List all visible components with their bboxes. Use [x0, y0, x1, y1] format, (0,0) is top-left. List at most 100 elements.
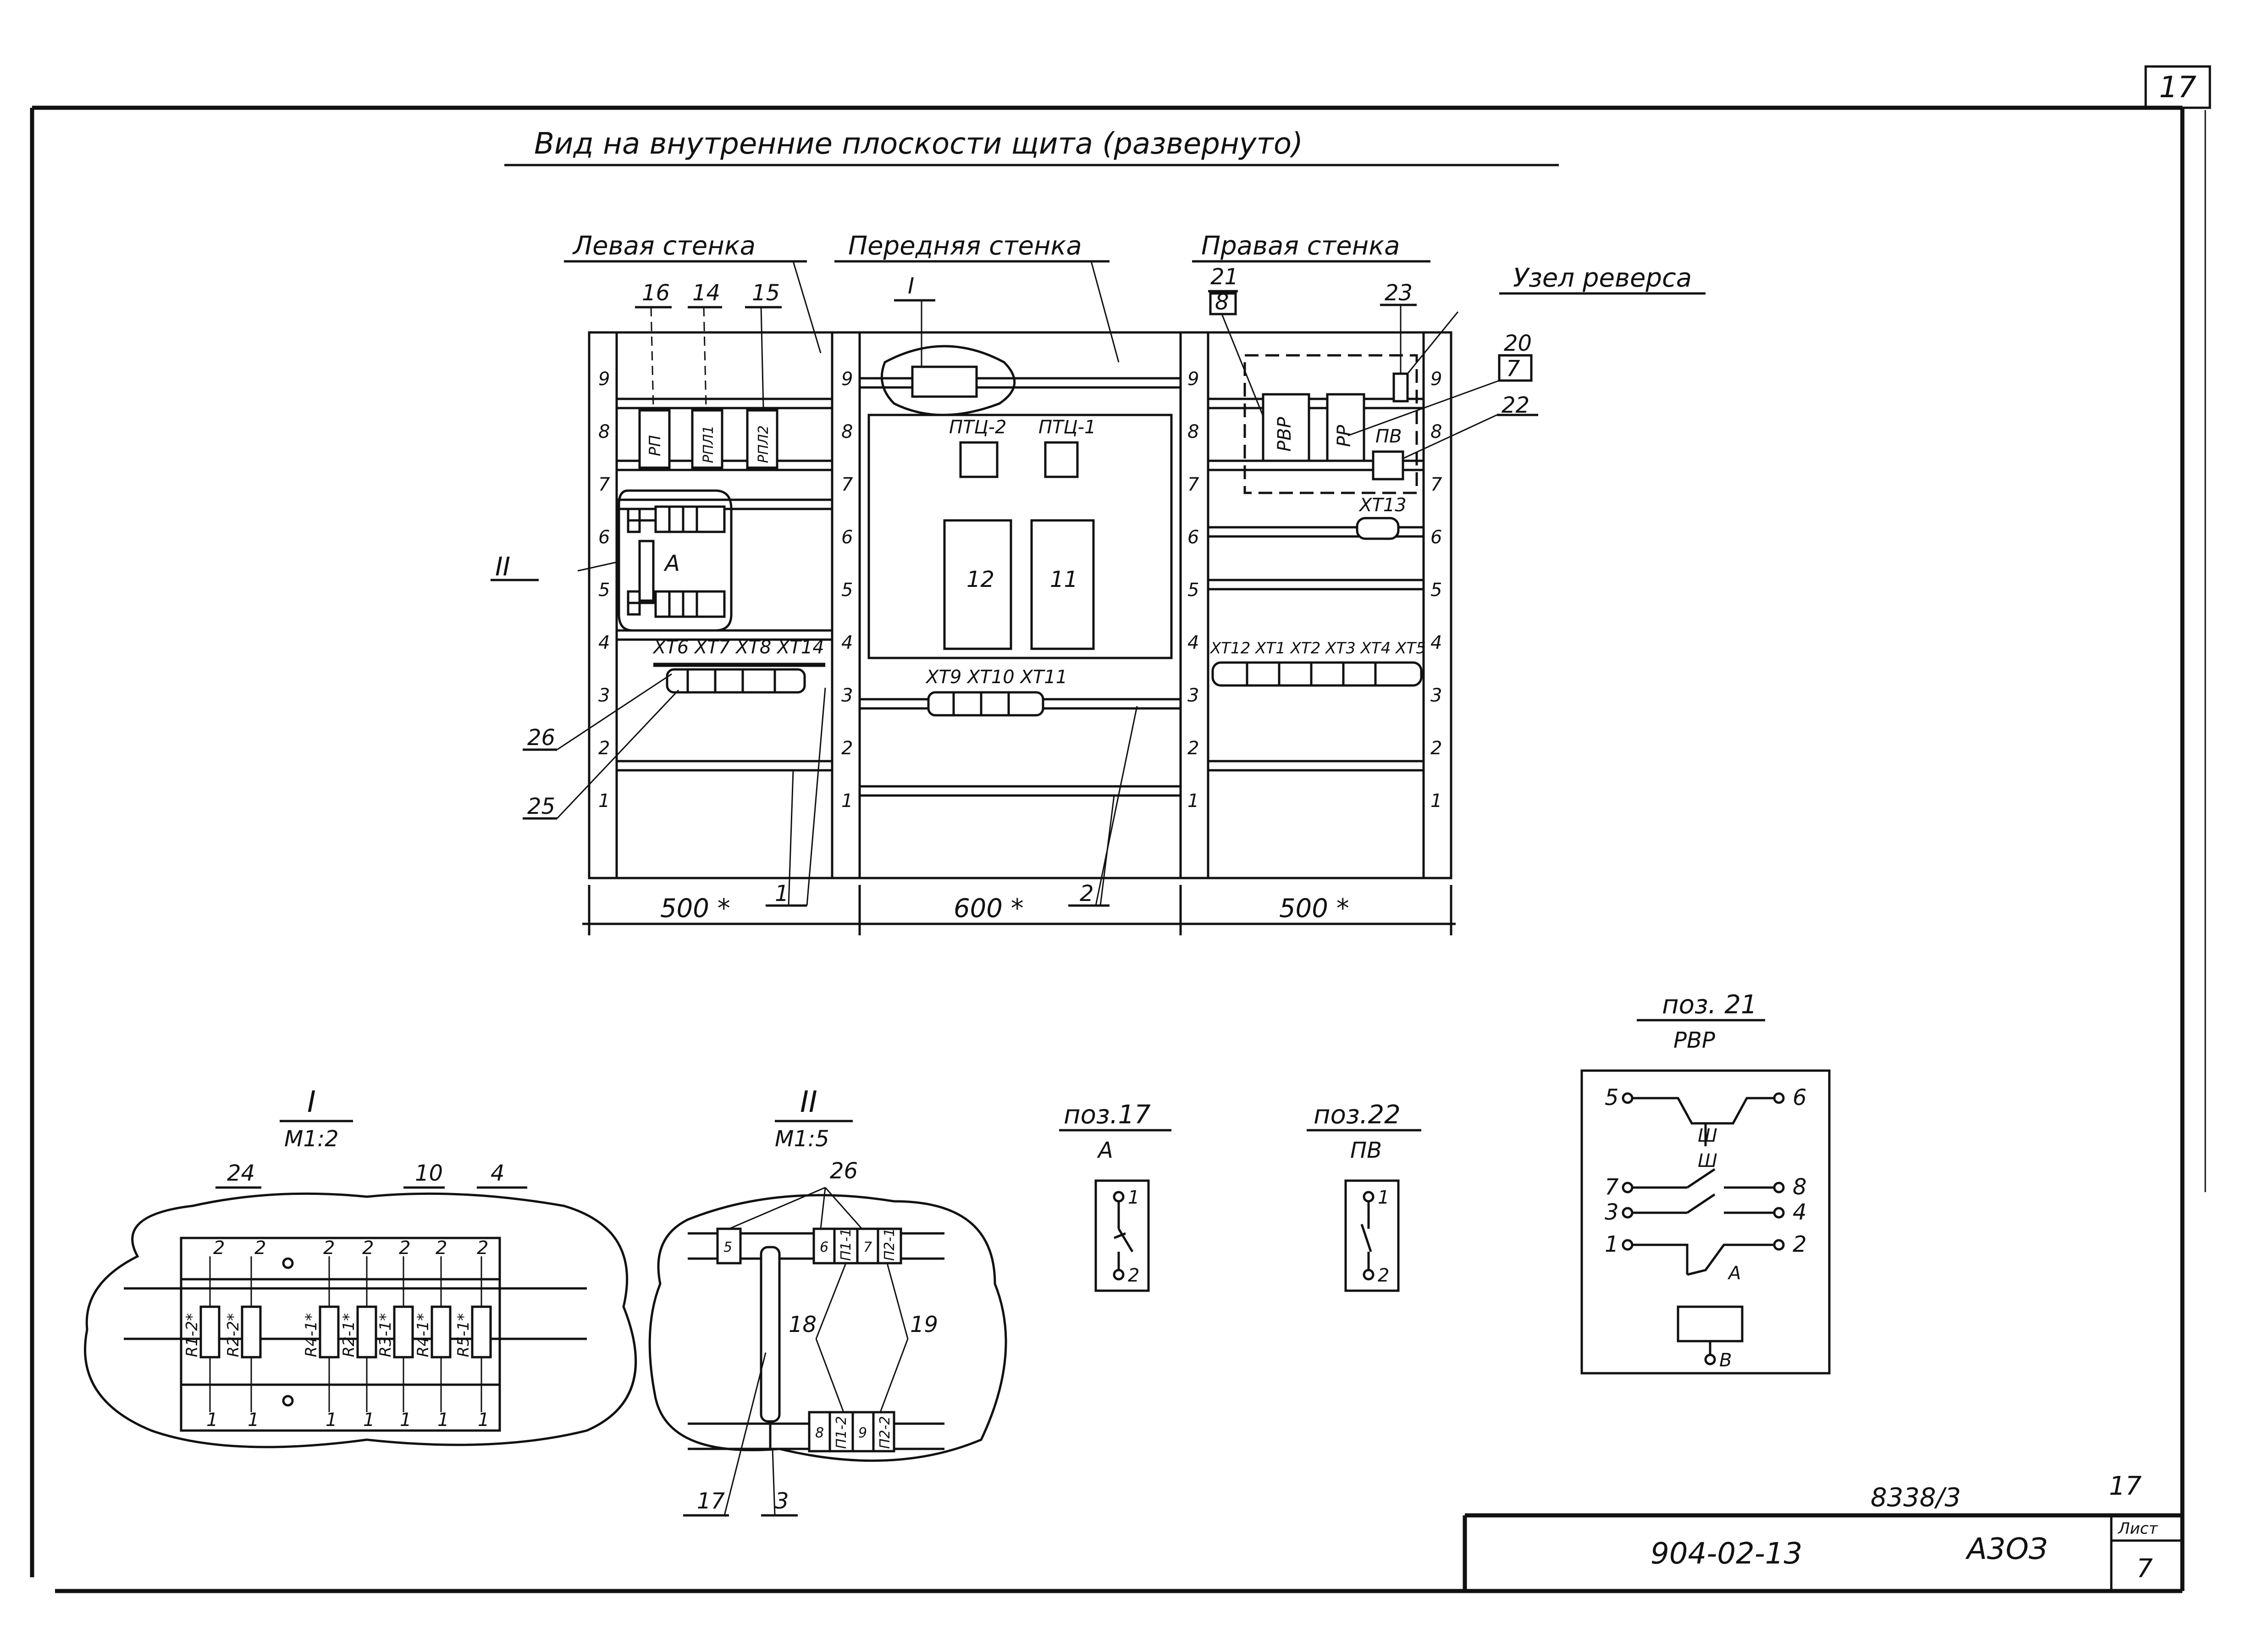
- svg-text:4: 4: [1187, 632, 1199, 653]
- left-terminal-strip: [653, 663, 825, 694]
- block-12: [943, 519, 1012, 650]
- poz21-coil-pin: В: [1719, 1350, 1732, 1371]
- svg-text:11: 11: [1050, 567, 1078, 592]
- project-code: 904-02-13: [1651, 1537, 1802, 1571]
- svg-text:5: 5: [1430, 580, 1442, 601]
- sheet-value: 7: [2137, 1554, 2153, 1584]
- detail-II-callout-19: 19: [910, 1312, 938, 1337]
- front-wall-plate: [867, 414, 1173, 659]
- left-wall-relays: 16 14 15 РП РПЛ1 РПЛ2: [635, 280, 782, 469]
- reverse-unit-heading: Узел реверса: [1513, 263, 1692, 293]
- term-9: 9: [858, 1425, 867, 1441]
- node-II-bubble: A: [618, 489, 733, 632]
- svg-text:14: 14: [692, 280, 720, 306]
- poz17-box: [1094, 1179, 1150, 1292]
- svg-text:1: 1: [1187, 790, 1199, 812]
- resistor-label-6: R4-1*: [414, 1313, 432, 1357]
- block-11: [1030, 519, 1095, 650]
- detail-I-title: I: [307, 1085, 316, 1119]
- svg-text:9: 9: [841, 369, 853, 390]
- poz22-name: ПВ: [1350, 1138, 1382, 1163]
- poz21-contacts: Ш Ш: [1622, 1092, 1785, 1365]
- svg-text:5: 5: [1187, 580, 1199, 601]
- svg-text:4: 4: [1430, 632, 1442, 653]
- poz21-pin-6: 6: [1793, 1085, 1807, 1111]
- right-terminal-labels: ХТ12 ХТ1 ХТ2 ХТ3 ХТ4 ХТ5: [1209, 639, 1426, 657]
- poz21-pin-8: 8: [1793, 1174, 1807, 1200]
- svg-text:1: 1: [478, 1409, 489, 1431]
- term-8: 8: [815, 1425, 824, 1441]
- svg-text:2: 2: [1430, 738, 1442, 759]
- poz22-box: [1344, 1179, 1400, 1292]
- svg-text:5: 5: [841, 580, 853, 601]
- callout-23: 23: [1385, 280, 1413, 306]
- svg-text:7: 7: [598, 474, 610, 495]
- rail-scale-1: 9 8 7 6 5 4 3 2 1: [598, 369, 610, 812]
- svg-text:6: 6: [598, 527, 610, 548]
- svg-text:9: 9: [598, 369, 610, 390]
- svg-text:4: 4: [841, 632, 853, 653]
- svg-text:2: 2: [1378, 1265, 1389, 1286]
- detail-I-callout-4: 4: [491, 1160, 505, 1186]
- poz21-box: [1580, 1069, 1831, 1375]
- svg-text:4: 4: [598, 632, 610, 653]
- svg-text:1: 1: [437, 1409, 449, 1431]
- svg-text:7: 7: [1187, 474, 1199, 495]
- sheet-label: Лист: [2117, 1519, 2158, 1538]
- callout-7: 7: [1506, 356, 1520, 381]
- pv-label: ПВ: [1375, 426, 1402, 447]
- callout-1: 1: [775, 881, 789, 906]
- ptc2-label: ПТЦ-2: [949, 417, 1006, 438]
- svg-text:1: 1: [326, 1409, 337, 1431]
- callout-20: 20: [1504, 331, 1532, 356]
- relay-rpl2-label: РПЛ2: [756, 425, 772, 463]
- front-terminal-strip: [927, 691, 1044, 717]
- detail-II-callout-26: 26: [830, 1158, 858, 1184]
- resistor-label-7: R5-1*: [454, 1313, 473, 1357]
- poz17-name: А: [1097, 1138, 1113, 1163]
- svg-text:8: 8: [1187, 421, 1199, 442]
- term-6: 6: [820, 1239, 828, 1255]
- resistor-pins: 2 2 2 2 2 2 2 1 1 1 1 1 1 1: [206, 1238, 489, 1431]
- front-terminal-labels: ХТ9 ХТ10 ХТ11: [925, 667, 1067, 688]
- poz22-title: поз.22: [1314, 1100, 1401, 1130]
- term-p2-2: П2-2: [877, 1416, 893, 1449]
- rail-scale-3: 9 8 7 6 5 4 3 2 1: [1187, 369, 1199, 812]
- poz21-pin-1: 1: [1605, 1232, 1619, 1257]
- svg-text:2: 2: [841, 738, 853, 759]
- format-code: А3ОЗ: [1965, 1532, 2048, 1566]
- rail-scale-2: 9 8 7 6 5 4 3 2 1: [841, 369, 853, 812]
- svg-text:7: 7: [1430, 474, 1442, 495]
- svg-text:2: 2: [254, 1238, 266, 1259]
- svg-text:8: 8: [1430, 421, 1442, 442]
- corner-sheet-number: 17: [2159, 71, 2197, 105]
- svg-text:1: 1: [1128, 1187, 1139, 1208]
- dim-right: 500 *: [1279, 894, 1349, 923]
- svg-text:8: 8: [598, 421, 610, 442]
- relay-rpl1-label: РПЛ1: [701, 425, 717, 463]
- resistor-label-5: R3-1*: [376, 1313, 395, 1357]
- svg-text:2: 2: [213, 1238, 225, 1259]
- svg-text:8: 8: [841, 421, 853, 442]
- term-5: 5: [723, 1239, 732, 1255]
- poz21-pin-5: 5: [1605, 1085, 1619, 1111]
- detail-II-callout-17: 17: [697, 1488, 725, 1514]
- svg-text:2: 2: [1187, 738, 1199, 759]
- svg-text:1: 1: [206, 1409, 218, 1431]
- svg-text:2: 2: [477, 1238, 488, 1259]
- detail-II-callout: II: [495, 552, 510, 582]
- term-7: 7: [863, 1239, 872, 1255]
- detail-I-scale: М1:2: [284, 1126, 339, 1152]
- callout-26: 26: [527, 725, 555, 751]
- svg-text:5: 5: [598, 580, 610, 601]
- poz21-contact-label: А: [1727, 1263, 1741, 1284]
- detail-II-title: II: [800, 1085, 817, 1119]
- detail-I-callout: I: [908, 273, 914, 299]
- svg-text:1: 1: [1430, 790, 1442, 812]
- resistor-label-3: R4-1*: [302, 1313, 320, 1357]
- resistor-label-2: R2-2*: [224, 1313, 243, 1357]
- node-a-label: A: [663, 551, 680, 576]
- left-terminal-labels: ХТ6 ХТ7 ХТ8 ХТ14: [652, 637, 824, 658]
- poz21-pin-2: 2: [1793, 1232, 1807, 1257]
- poz21-pin-3: 3: [1605, 1199, 1619, 1225]
